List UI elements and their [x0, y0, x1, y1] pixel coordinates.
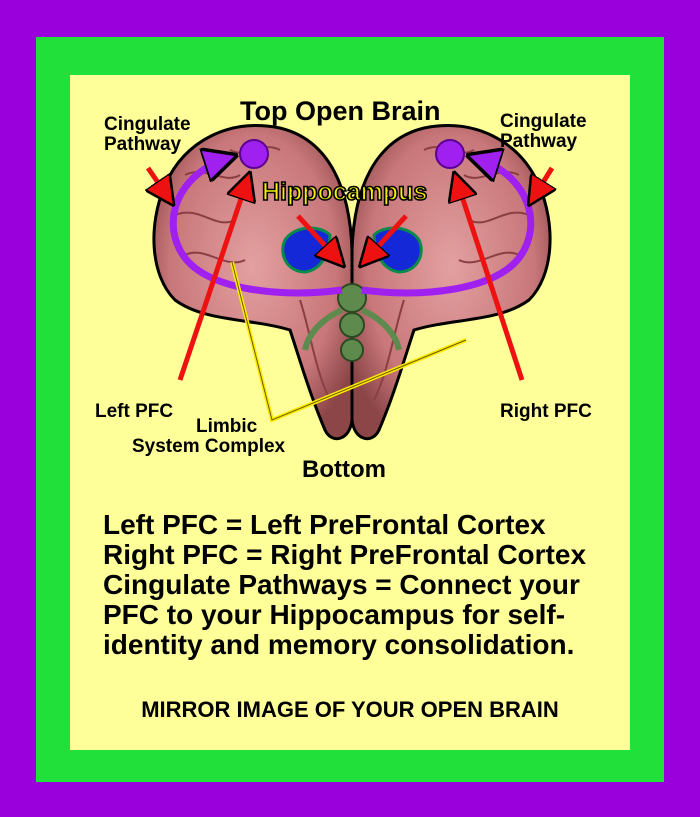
label-right-pfc: Right PFC: [500, 402, 592, 422]
legend-line: identity and memory consolidation.: [103, 630, 623, 660]
label-limbic-line2: System Complex: [132, 437, 285, 457]
label-bottom: Bottom: [302, 457, 386, 482]
legend-line: Right PFC = Right PreFrontal Cortex: [103, 540, 623, 570]
diagram-title: Top Open Brain: [240, 97, 441, 125]
legend-line: Left PFC = Left PreFrontal Cortex: [103, 510, 623, 540]
label-cingulate-right: Cingulate Pathway: [500, 112, 587, 152]
label-limbic: Limbic System Complex: [132, 417, 285, 457]
label-cingulate-left: Cingulate Pathway: [104, 115, 191, 155]
label-limbic-line1: Limbic: [132, 417, 285, 437]
label-cingulate-left-line2: Pathway: [104, 135, 191, 155]
legend-line: Cingulate Pathways = Connect your: [103, 570, 623, 600]
label-hippocampus: Hippocampus: [262, 178, 427, 207]
left-hemisphere: [154, 126, 352, 439]
label-cingulate-right-line2: Pathway: [500, 132, 587, 152]
footer-caption: MIRROR IMAGE OF YOUR OPEN BRAIN: [70, 697, 630, 723]
right-hemisphere: [352, 126, 550, 439]
label-cingulate-left-line1: Cingulate: [104, 115, 191, 135]
label-cingulate-right-line1: Cingulate: [500, 112, 587, 132]
legend-text: Left PFC = Left PreFrontal Cortex Right …: [103, 510, 623, 660]
legend-line: PFC to your Hippocampus for self-: [103, 600, 623, 630]
